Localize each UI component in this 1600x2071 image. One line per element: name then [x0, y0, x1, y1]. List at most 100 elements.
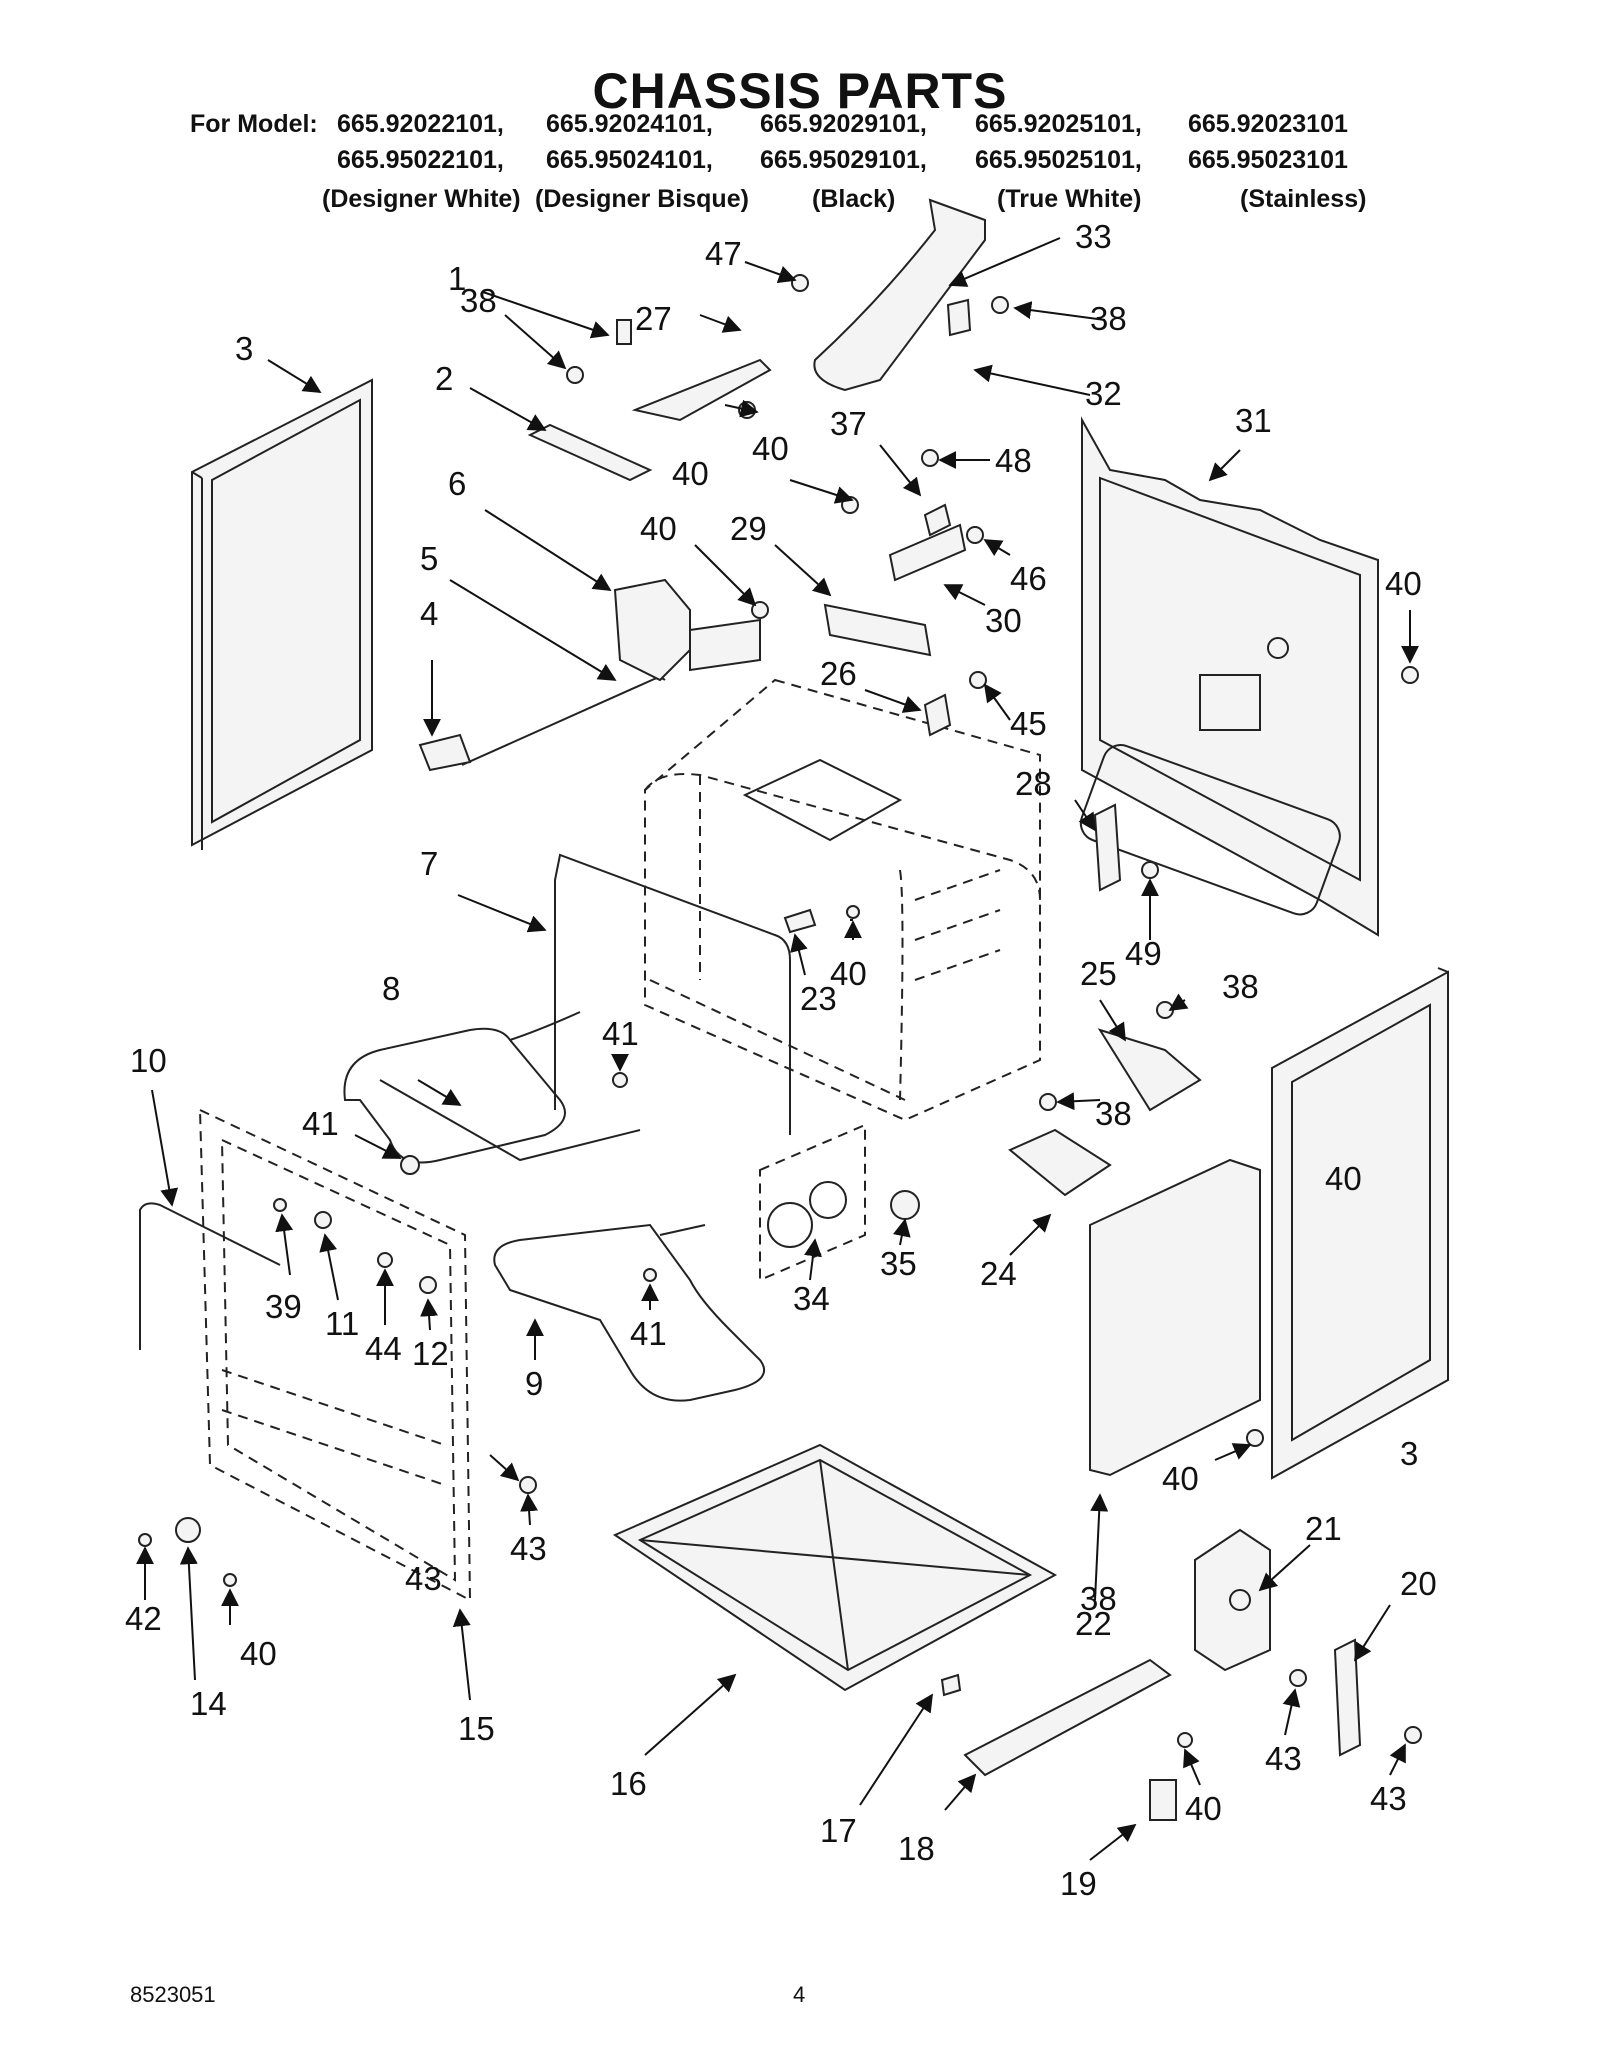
bracket-29: [823, 603, 932, 657]
callout: 40: [1185, 1790, 1222, 1827]
callout-labels: 1 2 3 3 4 5 6 7 8 9 10 11 12 14 15 16 17…: [125, 218, 1437, 1902]
callout: 17: [820, 1812, 857, 1849]
leader-lines: [136, 237, 1419, 1861]
model-number: 665.92023101: [1188, 110, 1348, 138]
leveling-leg: [1149, 1779, 1177, 1821]
callout: 43: [1370, 1780, 1407, 1817]
color-label: (Black): [812, 185, 896, 213]
bracket-2: [527, 423, 653, 482]
callout: 21: [1305, 1510, 1342, 1547]
callout: 43: [1265, 1740, 1302, 1777]
callout: 25: [1080, 955, 1117, 992]
callout: 41: [602, 1015, 639, 1052]
callout: 41: [630, 1315, 667, 1352]
clip-37: [923, 503, 952, 537]
model-number: 665.92024101,: [546, 110, 713, 138]
callout: 1: [448, 260, 466, 297]
color-label: (Designer White): [322, 185, 521, 213]
callout: 43: [510, 1530, 547, 1567]
kick-panel: [1089, 1158, 1261, 1477]
callout: 14: [190, 1685, 227, 1722]
callout: 18: [898, 1830, 935, 1867]
broil-element: [343, 1011, 641, 1164]
callout: 49: [1125, 935, 1162, 972]
callout: 43: [405, 1560, 442, 1597]
callout: 33: [1075, 218, 1112, 255]
rear-panel: [1079, 416, 1379, 937]
color-label: (Designer Bisque): [535, 185, 749, 213]
color-label: (Stainless): [1240, 185, 1367, 213]
callout: 35: [880, 1245, 917, 1282]
callout: 40: [1162, 1460, 1199, 1497]
callout: 32: [1085, 375, 1122, 412]
door-seal-wire: [139, 1202, 281, 1350]
callout: 2: [435, 360, 453, 397]
callout: 40: [1385, 565, 1422, 602]
callout: 6: [448, 465, 466, 502]
callout: 44: [365, 1330, 402, 1367]
sensor-23: [783, 908, 817, 934]
callout: 40: [672, 455, 709, 492]
callout: 38: [1080, 1580, 1117, 1617]
document-number: 8523051: [130, 1982, 216, 2007]
callout: 38: [1222, 968, 1259, 1005]
model-number: 665.95029101,: [760, 146, 927, 174]
callout: 34: [793, 1280, 830, 1317]
callout: 3: [1400, 1435, 1418, 1472]
callout: 40: [640, 510, 677, 547]
callout: 15: [458, 1710, 495, 1747]
bracket-24: [1008, 1128, 1112, 1197]
callout: 47: [705, 235, 742, 272]
left-side-panel: [191, 378, 373, 850]
model-number: 665.95022101,: [337, 146, 504, 174]
right-side-panel: [1271, 967, 1449, 1480]
bracket-17: [940, 1673, 962, 1697]
model-number: 665.92025101,: [975, 110, 1142, 138]
callout: 5: [420, 540, 438, 577]
leveling-rail: [963, 1658, 1172, 1777]
bracket-28: [1093, 803, 1122, 892]
callout: 9: [525, 1365, 543, 1402]
anti-tip-bracket: [1194, 1528, 1271, 1672]
callout: 11: [325, 1305, 359, 1342]
callout: 39: [265, 1288, 302, 1325]
callout: 31: [1235, 402, 1272, 439]
terminal-block: [888, 523, 967, 582]
callout: 42: [125, 1600, 162, 1637]
callout: 29: [730, 510, 767, 547]
model-number: 665.95024101,: [546, 146, 713, 174]
callout: 23: [800, 980, 837, 1017]
callout: 45: [1010, 705, 1047, 742]
callout: 22: [1075, 1605, 1112, 1642]
callout: 37: [830, 405, 867, 442]
callout: 10: [130, 1042, 167, 1079]
clip-26: [923, 693, 952, 737]
callout: 46: [1010, 560, 1047, 597]
knob: [890, 1190, 920, 1220]
oven-cavity: [644, 678, 1041, 1122]
callout: 3: [235, 330, 253, 367]
model-number: 665.95025101,: [975, 146, 1142, 174]
callout: 12: [412, 1335, 449, 1372]
callout: 16: [610, 1765, 647, 1802]
bracket-25: [1097, 1028, 1202, 1112]
wire-harness: [461, 677, 666, 766]
callout: 38: [460, 282, 497, 319]
callout: 40: [752, 430, 789, 467]
callout: 8: [382, 970, 400, 1007]
callout: 27: [635, 300, 672, 337]
front-frame: [198, 1108, 472, 1602]
callout: 40: [1325, 1160, 1362, 1197]
thermostat: [613, 578, 761, 682]
page-title: CHASSIS PARTS: [592, 63, 1008, 119]
model-number: 665.92022101,: [337, 110, 504, 138]
bracket-27: [631, 358, 772, 422]
for-model-label: For Model:: [190, 110, 318, 138]
broil-wire: [554, 853, 791, 1135]
callout: 40: [240, 1635, 277, 1672]
bake-element: [493, 1223, 766, 1402]
callout: 48: [995, 442, 1032, 479]
bracket-32: [946, 298, 972, 337]
callout: 24: [980, 1255, 1017, 1292]
